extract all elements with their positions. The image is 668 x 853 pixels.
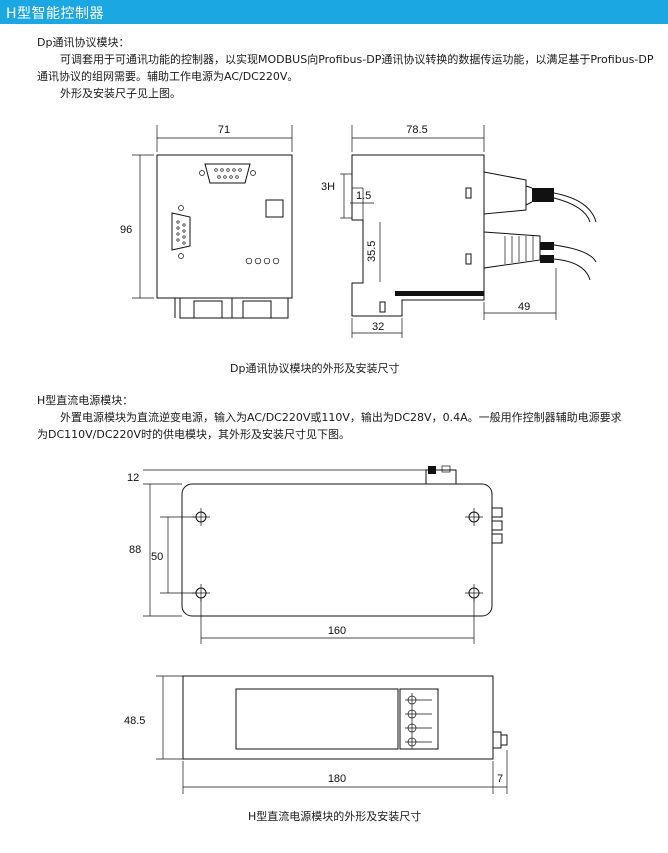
dp-dim-3h: 3H	[321, 181, 335, 193]
power-terminal-block	[399, 688, 439, 750]
power-label-area	[235, 688, 399, 750]
section-title: H型智能控制器	[6, 6, 105, 22]
power-top-view: 12 88 50 160	[127, 465, 503, 644]
dp-bottom-plug-ribs	[504, 236, 534, 264]
dp-side-view: 78.5 3H 1.5 35.5 32 49	[321, 124, 597, 338]
power-side-view: 48.5 180 7	[124, 675, 508, 794]
power-terminal-screws	[405, 693, 432, 749]
power-dim-50: 50	[151, 551, 163, 563]
dp-caption: Dp通讯协议模块的外形及安装尺寸	[230, 362, 400, 375]
db9-side-pins	[176, 220, 186, 245]
section-banner: H型智能控制器	[0, 0, 668, 24]
power-dim-180: 180	[328, 773, 346, 785]
power-para-line1: 外置电源模块为直流逆变电源，输入为AC/DC220V或110V，输出为DC28V…	[60, 411, 622, 424]
dp-front-view: 71 96	[120, 124, 293, 319]
dp-dim-1-5: 1.5	[356, 190, 371, 202]
power-mounting-holes	[192, 508, 483, 602]
dp-dim-49: 49	[518, 301, 530, 313]
dp-para-line2: 通讯协议的组网需要。辅助工作电源为AC/DC220V。	[37, 70, 299, 83]
power-dim-7: 7	[497, 773, 503, 785]
power-side-body	[182, 675, 494, 760]
power-heading: H型直流电源模块：	[37, 394, 134, 407]
power-caption: H型直流电源模块的外形及安装尺寸	[248, 810, 422, 823]
dp-dim-32: 32	[372, 321, 384, 333]
dp-para-line3: 外形及安装尺子见上图。	[60, 87, 181, 100]
power-top-connector	[425, 469, 457, 484]
dp-dim-width: 71	[218, 124, 230, 136]
dp-led-indicators	[245, 257, 280, 265]
db9-top-connector	[204, 163, 251, 184]
dp-para-line1: 可调套用于可通讯功能的控制器，以实现MODBUS向Profibus-DP通讯协议…	[60, 53, 654, 66]
db9-top-pins	[214, 168, 242, 179]
dp-switch	[265, 199, 284, 218]
dp-din-rail	[395, 291, 484, 296]
dp-dim-height: 96	[120, 224, 132, 236]
dp-top-plug	[483, 171, 527, 215]
dp-dim-depth: 78.5	[406, 124, 427, 136]
power-dim-48-5: 48.5	[124, 715, 145, 727]
power-dim-12: 12	[127, 472, 139, 484]
power-dim-88: 88	[129, 544, 141, 556]
dp-top-cable	[553, 192, 597, 223]
dp-bottom-cable	[553, 244, 597, 263]
db9-side-connector	[171, 212, 191, 251]
power-para-line2: 为DC110V/DC220V时的供电模块，其外形及安装尺寸见下图。	[37, 428, 351, 441]
power-top-body	[181, 483, 493, 617]
dp-heading: Dp通讯协议模块：	[37, 36, 130, 49]
power-dim-160: 160	[328, 625, 346, 637]
dp-dim-35-5: 35.5	[366, 241, 378, 262]
power-side-terminals	[491, 507, 503, 544]
dp-front-body	[156, 154, 293, 299]
power-side-tab	[492, 731, 502, 749]
